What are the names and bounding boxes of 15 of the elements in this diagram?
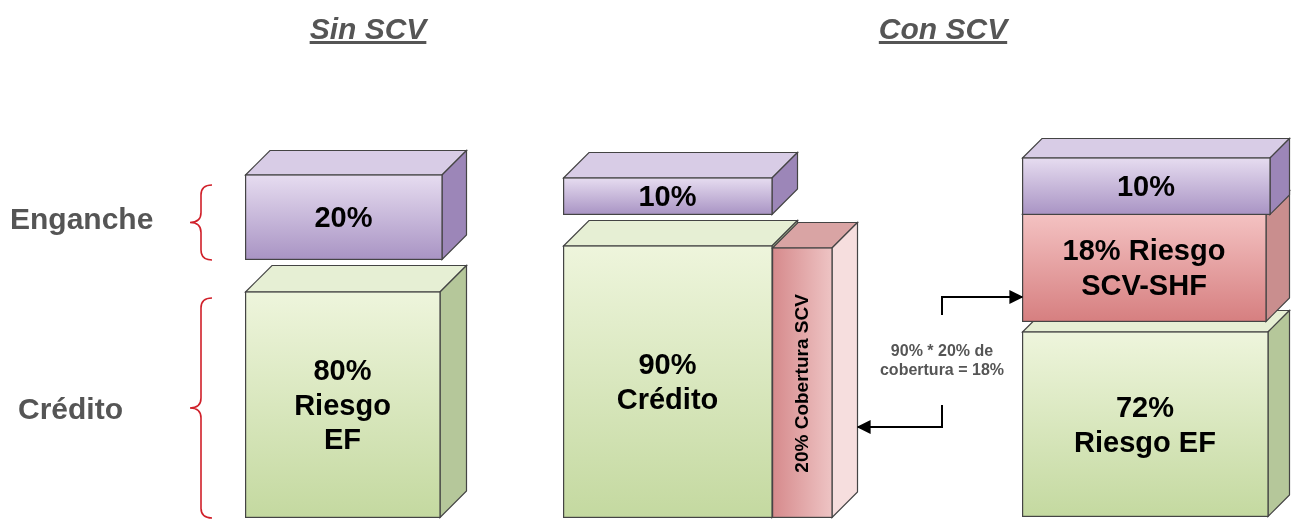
- block-label: 18% Riesgo SCV-SHF: [1061, 233, 1227, 303]
- arrow: [941, 290, 1024, 316]
- formula-text: 90% * 20% de cobertura = 18%: [878, 340, 1006, 380]
- block-label: 90% Crédito: [615, 347, 720, 417]
- row-label: Crédito: [18, 392, 123, 426]
- column-heading: Sin SCV: [309, 12, 427, 46]
- arrow: [856, 404, 943, 434]
- block-label: 20% Cobertura SCV: [790, 293, 813, 473]
- block-label: 72% Riesgo EF: [1073, 389, 1217, 460]
- block-label: 20%: [314, 200, 373, 235]
- block-label: 80% Riesgo EF: [293, 352, 392, 458]
- block-label: 10%: [1116, 169, 1175, 204]
- block-label: 10%: [638, 179, 697, 214]
- column-heading: Con SCV: [878, 12, 1008, 46]
- row-label: Enganche: [10, 202, 154, 236]
